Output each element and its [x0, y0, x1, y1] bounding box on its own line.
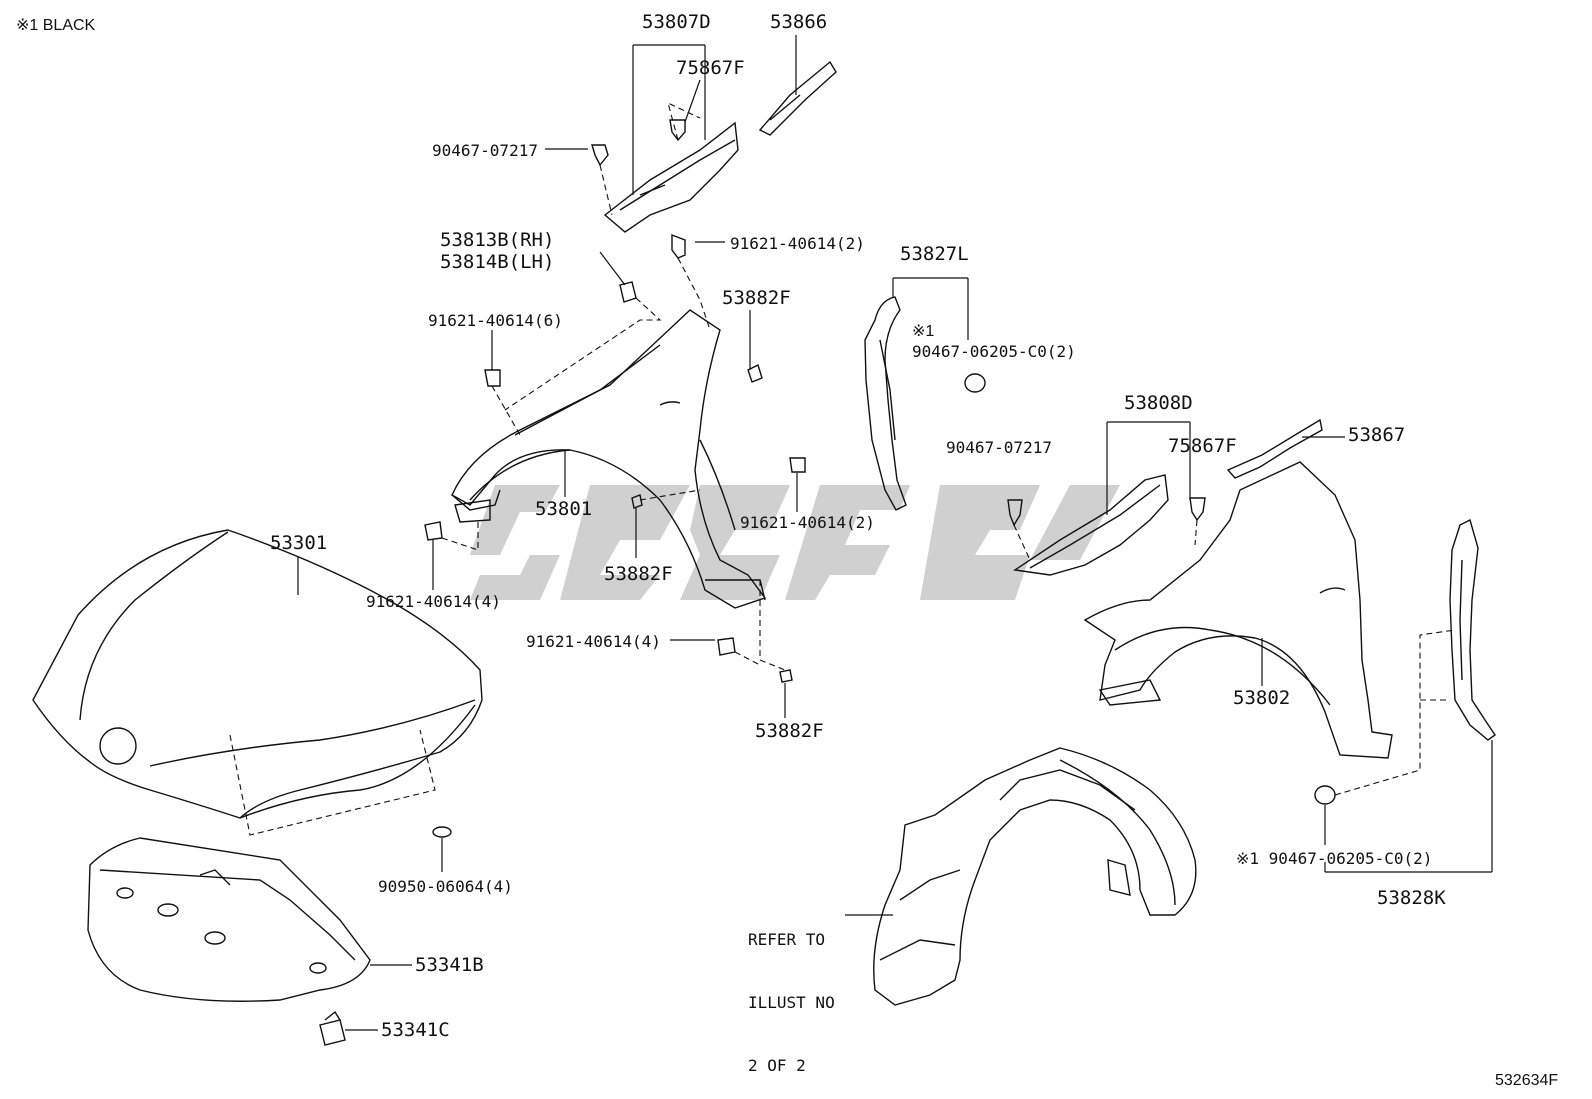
fender-53801	[451, 309, 767, 609]
clip-53341C	[319, 1010, 346, 1046]
part-label-53814B[interactable]: 53814B(LH)	[440, 251, 555, 273]
bracket-53807D	[603, 121, 739, 233]
part-label-90467-07217-b[interactable]: 90467-07217	[946, 438, 1052, 457]
part-label-53882F-b[interactable]: 53882F	[604, 563, 673, 585]
part-label-53802[interactable]: 53802	[1233, 687, 1291, 709]
part-label-91621-40614-4b[interactable]: 91621-40614(4)	[526, 632, 661, 651]
diagram-code: 532634F	[1495, 1072, 1559, 1089]
part-label-90467-06205[interactable]: 90467-06205-C0(2)	[912, 342, 1076, 361]
fender-liner	[873, 747, 1197, 1006]
part-label-90467-06205-b[interactable]: ※1 90467-06205-C0(2)	[1236, 849, 1433, 868]
part-label-53882F[interactable]: 53882F	[722, 287, 791, 309]
part-label-90950-06064[interactable]: 90950-06064(4)	[378, 877, 513, 896]
seal-53867	[1226, 418, 1323, 479]
dashed-lines	[229, 101, 1456, 836]
hood-insulator-53341B	[87, 837, 371, 1002]
seal-53866	[758, 60, 837, 136]
part-label-90467-07217[interactable]: 90467-07217	[432, 141, 538, 160]
part-label-91621-40614-6[interactable]: 91621-40614(6)	[428, 311, 563, 330]
part-label-91621-40614-2[interactable]: 91621-40614(2)	[730, 234, 865, 253]
part-label-53813B[interactable]: 53813B(RH)	[440, 229, 555, 251]
seal-53827L	[864, 296, 907, 511]
part-label-91621-40614-2b[interactable]: 91621-40614(2)	[740, 513, 875, 532]
part-label-53866[interactable]: 53866	[770, 11, 828, 33]
refer-note: REFER TO ILLUST NO 2 OF 2	[748, 887, 835, 1097]
part-label-53807D[interactable]: 53807D	[642, 11, 711, 33]
fender-53802	[1083, 461, 1393, 759]
part-label-53801[interactable]: 53801	[535, 498, 593, 520]
grommet-90950	[432, 826, 452, 838]
fasteners	[424, 119, 1336, 805]
refer-note-line-2: ILLUST NO	[748, 993, 835, 1012]
seal-53828K	[1449, 518, 1496, 741]
part-label-53867[interactable]: 53867	[1348, 424, 1406, 446]
part-label-53341C[interactable]: 53341C	[381, 1019, 450, 1041]
part-label-75867F-b[interactable]: 75867F	[1168, 435, 1237, 457]
mark-1-a: ※1	[912, 323, 935, 340]
part-label-91621-40614-4[interactable]: 91621-40614(4)	[366, 592, 501, 611]
leader-lines	[297, 35, 1493, 1031]
part-label-75867F[interactable]: 75867F	[676, 57, 745, 79]
part-label-53301[interactable]: 53301	[270, 532, 328, 554]
refer-note-line-1: REFER TO	[748, 930, 826, 949]
hood-53301	[32, 529, 483, 819]
part-label-53827L[interactable]: 53827L	[900, 243, 969, 265]
part-label-53882F-c[interactable]: 53882F	[755, 720, 824, 742]
refer-note-line-3: 2 OF 2	[748, 1056, 806, 1075]
bracket-53808D	[1013, 474, 1169, 576]
part-label-53828K[interactable]: 53828K	[1377, 887, 1446, 909]
part-label-53341B[interactable]: 53341B	[415, 954, 484, 976]
note-black: ※1 BLACK	[16, 17, 96, 34]
part-label-53808D[interactable]: 53808D	[1124, 392, 1193, 414]
